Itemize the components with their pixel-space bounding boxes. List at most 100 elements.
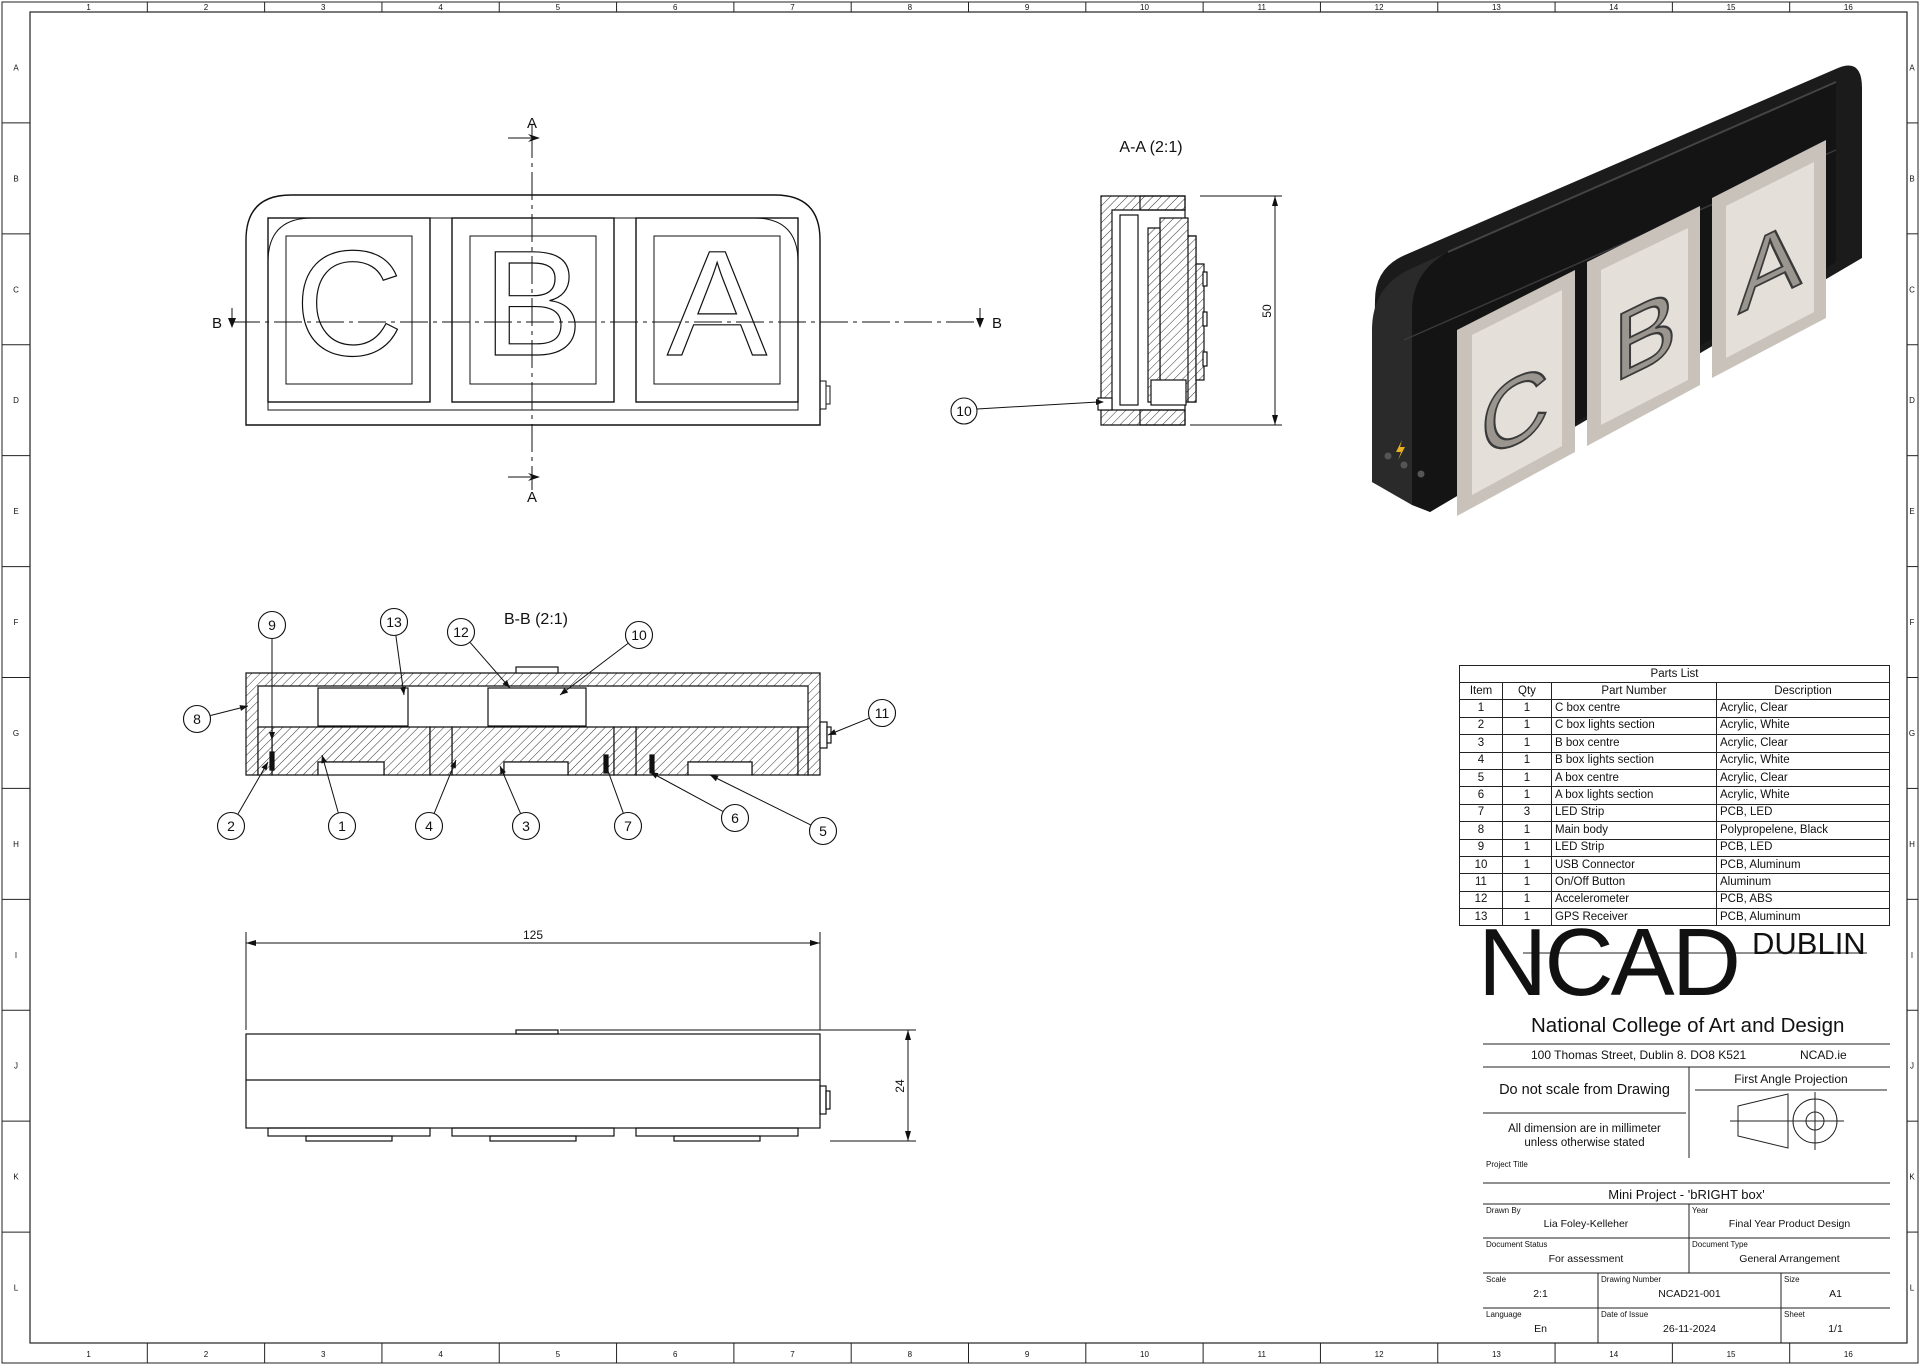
drawn-by: Lia Foley-Kelleher <box>1543 1218 1629 1230</box>
college-name: National College of Art and Design <box>1531 1014 1845 1037</box>
grid-row-label: B <box>1909 174 1914 183</box>
parts-cell-description: Acrylic, White <box>1716 751 1890 770</box>
grid-row-label: K <box>13 1173 19 1182</box>
grid-col-label: 16 <box>1844 3 1853 12</box>
callout-label: 1 <box>338 818 346 834</box>
grid-col-label: 1 <box>86 1350 91 1359</box>
grid-row-label: F <box>1910 618 1915 627</box>
grid-row-label: H <box>13 840 19 849</box>
sheet-label: Sheet <box>1784 1310 1805 1319</box>
callout-aa-10-label: 10 <box>956 403 972 419</box>
grid-col-label: 13 <box>1492 1350 1501 1359</box>
grid-row-label: B <box>13 174 18 183</box>
parts-cell-part-number: B box lights section <box>1551 751 1717 770</box>
parts-cell-item: 4 <box>1459 751 1503 770</box>
callout-7: 7 <box>603 759 643 841</box>
language-value: En <box>1534 1323 1547 1335</box>
callout-label: 11 <box>875 705 890 721</box>
doc-status-label: Document Status <box>1486 1240 1548 1249</box>
section-label-a-bottom: A <box>527 489 537 506</box>
parts-cell-qty: 1 <box>1502 734 1552 753</box>
parts-cell-part-number: LED Strip <box>1551 803 1717 823</box>
parts-cell-item: 12 <box>1459 890 1503 910</box>
parts-cell-qty: 1 <box>1502 821 1552 840</box>
parts-cell-part-number: GPS Receiver <box>1551 908 1717 927</box>
grid-col-label: 12 <box>1375 1350 1384 1359</box>
scale-notice: Do not scale from Drawing <box>1499 1082 1670 1098</box>
grid-row-label: A <box>13 63 19 72</box>
front-view <box>245 194 831 426</box>
project-title: Mini Project - 'bRIGHT box' <box>1608 1187 1765 1202</box>
units-note-1: All dimension are in millimeter <box>1508 1123 1661 1135</box>
college-website: NCAD.ie <box>1800 1048 1847 1062</box>
grid-row-label: D <box>1909 396 1915 405</box>
callout-label: 7 <box>624 818 632 834</box>
grid-row-label: I <box>15 951 17 960</box>
units-note-2: unless otherwise stated <box>1524 1137 1645 1149</box>
grid-row-label: F <box>14 618 19 627</box>
parts-cell-qty: 1 <box>1502 751 1552 770</box>
callout-label: 13 <box>386 614 402 630</box>
parts-cell-part-number: B box centre <box>1551 734 1717 753</box>
parts-cell-part-number: LED Strip <box>1551 838 1717 857</box>
section-aa-title: A-A (2:1) <box>1119 139 1182 156</box>
grid-col-label: 8 <box>908 1350 913 1359</box>
grid-row-label: J <box>14 1062 18 1071</box>
parts-cell-part-number: Accelerometer <box>1551 890 1717 910</box>
grid-col-label: 13 <box>1492 3 1501 12</box>
grid-col-label: 3 <box>321 1350 326 1359</box>
isometric-render: C B A <box>1372 65 1862 516</box>
grid-col-label: 11 <box>1258 1350 1267 1359</box>
grid-row-label: J <box>1910 1062 1914 1071</box>
grid-col-label: 14 <box>1609 1350 1618 1359</box>
grid-row-label: C <box>13 285 19 294</box>
callout-label: 3 <box>522 818 530 834</box>
header-qty: Qty <box>1502 681 1552 701</box>
grid-col-label: 4 <box>438 1350 443 1359</box>
grid-col-label: 8 <box>908 3 913 12</box>
grid-col-label: 2 <box>204 1350 209 1359</box>
grid-col-label: 16 <box>1844 1350 1853 1359</box>
grid-row-label: E <box>1909 507 1914 516</box>
callout-4: 4 <box>414 759 457 841</box>
dimension-bottom <box>245 932 916 1142</box>
callout-11: 11 <box>827 698 897 736</box>
parts-cell-item: 2 <box>1459 716 1503 736</box>
parts-cell-description: PCB, LED <box>1716 838 1890 857</box>
grid-col-label: 4 <box>438 3 443 12</box>
ncad-logo-sub: DUBLIN <box>1752 926 1866 961</box>
dimension-width-value: 125 <box>523 928 543 942</box>
grid-row-label: I <box>1911 951 1913 960</box>
drawing-number: NCAD21-001 <box>1658 1288 1721 1300</box>
parts-cell-qty: 1 <box>1502 768 1552 788</box>
grid-col-label: 9 <box>1025 3 1030 12</box>
grid-row-label: D <box>13 396 19 405</box>
parts-cell-description: Acrylic, White <box>1716 786 1890 805</box>
dimension-aa-value: 50 <box>1260 304 1274 318</box>
grid-col-label: 15 <box>1727 3 1736 12</box>
parts-cell-qty: 1 <box>1502 699 1552 718</box>
scale-value: 2:1 <box>1533 1288 1548 1300</box>
section-aa-view <box>1097 195 1208 426</box>
dimension-height-value: 24 <box>893 1079 907 1093</box>
header-description: Description <box>1716 681 1890 701</box>
grid-row-label: G <box>13 729 19 738</box>
callout-label: 9 <box>268 617 276 633</box>
header-part-number: Part Number <box>1551 681 1717 701</box>
grid-col-label: 1 <box>86 3 91 12</box>
parts-cell-qty: 1 <box>1502 873 1552 892</box>
date-value: 26-11-2024 <box>1663 1323 1716 1335</box>
callout-label: 8 <box>193 711 201 727</box>
parts-cell-description: PCB, Aluminum <box>1716 908 1890 927</box>
grid-col-label: 12 <box>1375 3 1384 12</box>
grid-col-label: 15 <box>1727 1350 1736 1359</box>
callout-6: 6 <box>649 771 750 833</box>
parts-cell-description: Acrylic, Clear <box>1716 734 1890 753</box>
